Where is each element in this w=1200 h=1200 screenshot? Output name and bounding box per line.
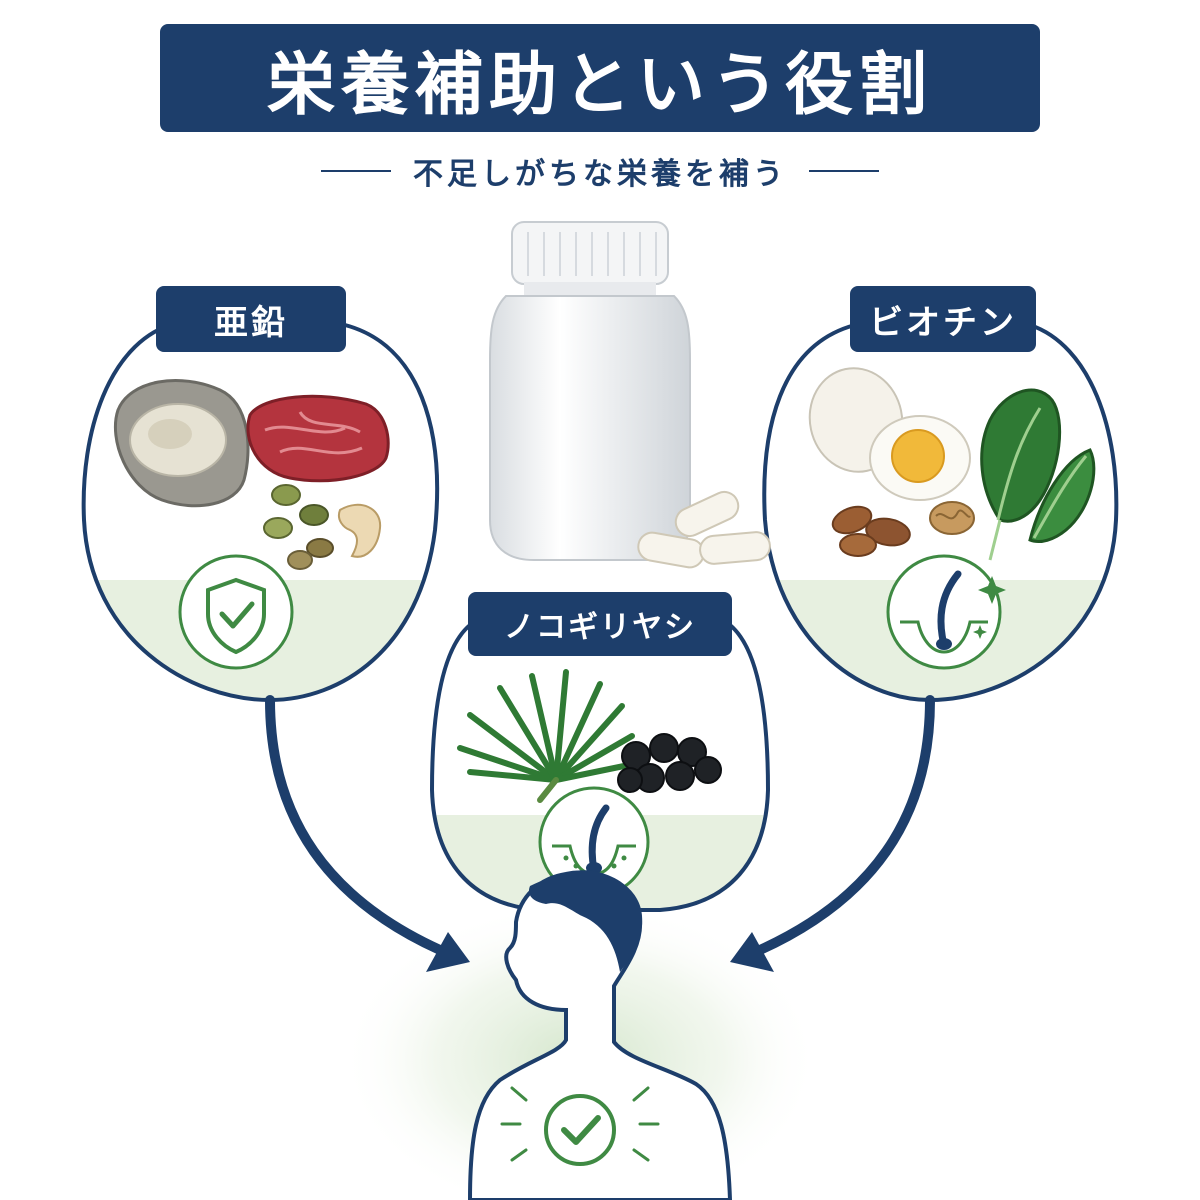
spinach-icon (980, 388, 1096, 561)
page-title: 栄養補助という役割 (266, 45, 933, 125)
supplement-bottle-icon (489, 221, 691, 561)
oyster-icon (113, 379, 250, 508)
cashew-icon (338, 503, 382, 558)
page-subtitle: 不足しがちな栄養を補う (413, 157, 787, 192)
capsule-icon (637, 490, 771, 569)
meat-icon (246, 394, 390, 483)
subtitle-row: 不足しがちな栄養を補う (0, 146, 1200, 196)
bubble-biotin (762, 323, 1119, 703)
subtitle-line-left (321, 170, 391, 172)
hair-follicle-icon (538, 786, 650, 898)
check-circle-icon (500, 1086, 660, 1166)
subtitle-line-right (809, 170, 879, 172)
pumpkin-seeds-icon (263, 484, 334, 570)
title-banner: 栄養補助という役割 (160, 24, 1040, 132)
palm-leaf-icon (457, 669, 635, 803)
bubble-zinc (81, 323, 440, 703)
person-silhouette-icon (467, 870, 733, 1200)
almond-icon (831, 505, 911, 557)
label-zinc: 亜鉛 (156, 286, 346, 352)
boiled-egg-icon (869, 415, 971, 501)
walnut-icon (929, 501, 975, 535)
hair-follicle-sparkle-icon (886, 554, 1006, 670)
label-biotin: ビオチン (850, 286, 1036, 352)
label-saw-palmetto: ノコギリヤシ (468, 592, 732, 656)
arrow-biotin-to-person (730, 695, 935, 972)
berries-icon (617, 733, 722, 793)
shield-check-icon (178, 554, 294, 670)
arrow-zinc-to-person (265, 695, 470, 972)
